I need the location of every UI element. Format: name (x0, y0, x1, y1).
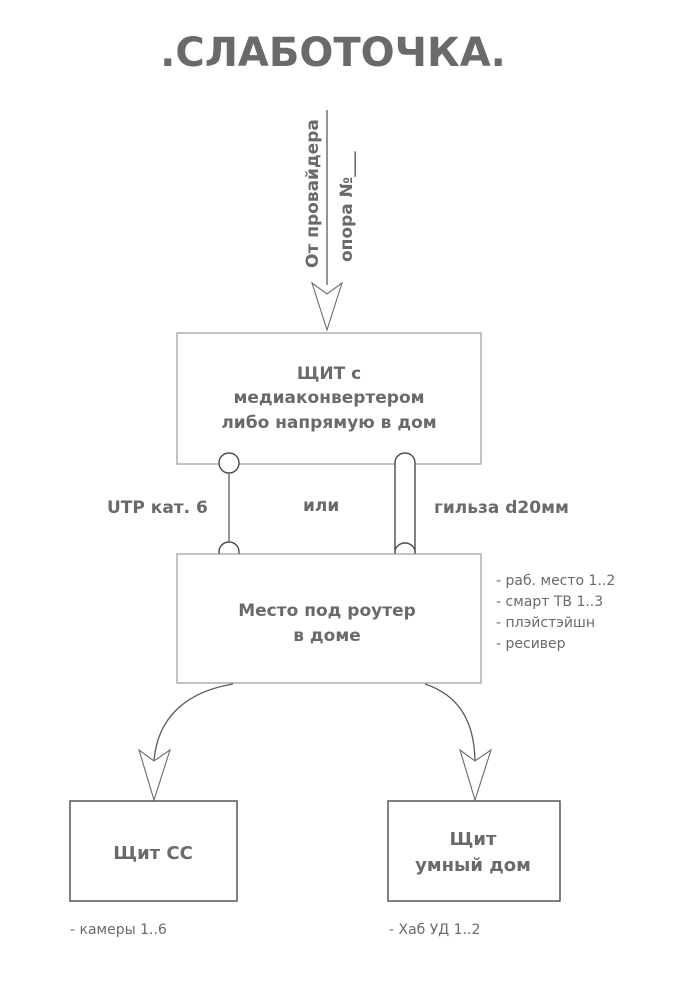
input-arrowhead (310, 281, 344, 332)
cctv-box-label: Щит СС (113, 843, 193, 864)
smart-home-box-line-1: Щит (450, 829, 497, 850)
panel-box-line-3: либо напрямую в дом (221, 413, 436, 433)
diagram-title: .СЛАБОТОЧКА. (160, 30, 506, 76)
router-box-line-2: в доме (293, 626, 361, 646)
smart-home-box (387, 800, 561, 902)
smart-home-note: - Хаб УД 1..2 (389, 922, 480, 938)
sleeve-label: гильза d20мм (434, 498, 569, 518)
arrow-to-smart-line (424, 683, 476, 761)
router-list-item: - раб. место 1..2 (496, 573, 615, 589)
cctv-note: - камеры 1..6 (70, 922, 167, 938)
router-box-line-1: Место под роутер (238, 601, 416, 621)
router-list-item: - плэйстэйшн (496, 615, 595, 631)
arrow-to-cctv-line (153, 683, 234, 761)
router-box (176, 553, 482, 684)
panel-box (176, 332, 482, 465)
input-label-pole: опора №___ (337, 151, 357, 262)
utp-top-connector-icon (218, 452, 240, 474)
panel-box-line-2: медиаконвертером (233, 388, 424, 408)
router-list-item: - смарт ТВ 1..3 (496, 594, 603, 610)
router-list-item: - ресивер (496, 636, 566, 652)
or-label: или (303, 496, 339, 516)
arrow-to-smart-head (459, 748, 493, 802)
input-label-provider: От провайдера (303, 119, 323, 268)
utp-label: UTP кат. 6 (107, 498, 208, 518)
smart-home-box-line-2: умный дом (415, 855, 531, 876)
panel-box-line-1: ЩИТ с (297, 364, 361, 384)
cctv-box (69, 800, 238, 902)
arrow-to-cctv-head (138, 748, 172, 802)
